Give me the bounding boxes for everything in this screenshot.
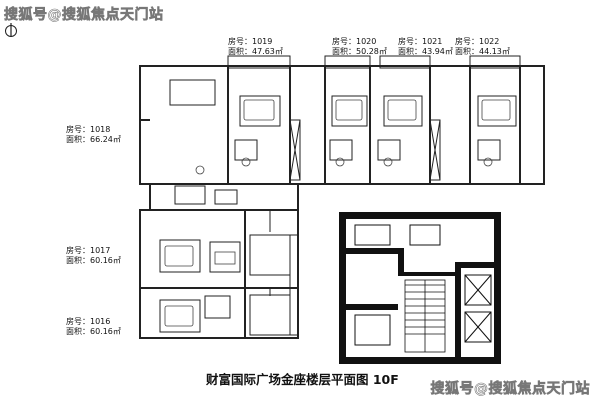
unit-label-1018: 房号：1018 面积：66.24㎡ (66, 125, 121, 145)
room-area: 面积：50.28㎡ (332, 47, 387, 56)
unit-label-1019: 房号：1019 面积：47.63㎡ (228, 37, 283, 57)
room-number: 房号：1017 (66, 246, 111, 255)
unit-label-1021: 房号：1021 面积：43.94㎡ (398, 37, 453, 57)
room-number: 房号：1020 (332, 37, 377, 46)
top-wing-outline (139, 65, 545, 185)
unit-label-1016: 房号：1016 面积：60.16㎡ (66, 317, 121, 337)
room-number: 房号：1018 (66, 125, 111, 134)
north-arrow-icon (5, 23, 17, 37)
plan-caption: 财富国际广场金座楼层平面图 10F (206, 372, 399, 387)
room-number: 房号：1019 (228, 37, 273, 46)
room-number: 房号：1021 (398, 37, 443, 46)
room-area: 面积：60.16㎡ (66, 327, 121, 336)
room-area: 面积：66.24㎡ (66, 135, 121, 144)
unit-label-1020: 房号：1020 面积：50.28㎡ (332, 37, 387, 57)
room-area: 面积：44.13㎡ (455, 47, 510, 56)
room-number: 房号：1022 (455, 37, 500, 46)
room-number: 房号：1016 (66, 317, 111, 326)
core-inset (339, 212, 501, 364)
room-area: 面积：43.94㎡ (398, 47, 453, 56)
watermark-bottom: 搜狐号@搜狐焦点天门站 (430, 381, 590, 398)
unit-label-1017: 房号：1017 面积：60.16㎡ (66, 246, 121, 266)
watermark-top: 搜狐号@搜狐焦点天门站 (4, 7, 164, 24)
lower-wing-outline (139, 209, 299, 339)
room-area: 面积：60.16㎡ (66, 256, 121, 265)
room-area: 面积：47.63㎡ (228, 47, 283, 56)
unit-label-1022: 房号：1022 面积：44.13㎡ (455, 37, 510, 57)
